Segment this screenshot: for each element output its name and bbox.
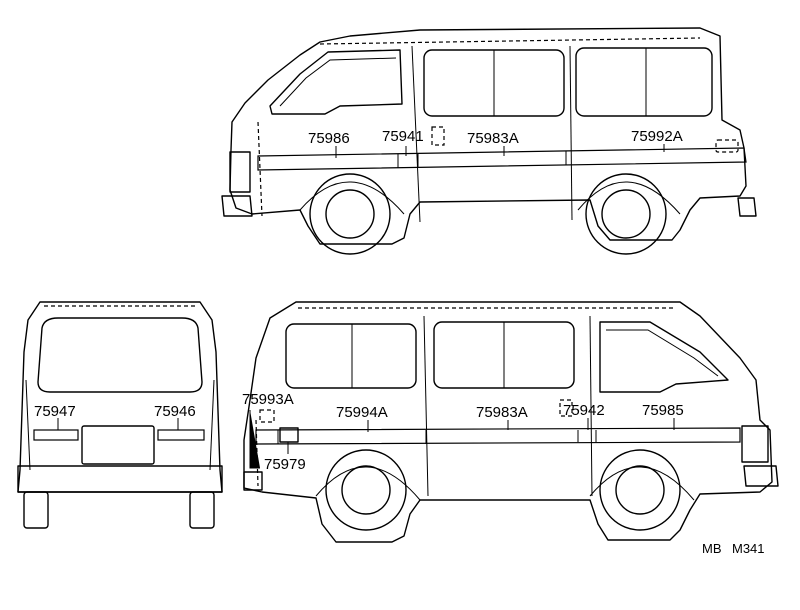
label-75986: 75986 <box>308 130 350 147</box>
label-75983a-bottom: 75983A <box>476 404 528 421</box>
page-code-prefix: MB <box>702 541 722 556</box>
van-side-view-bottom: 75993A 75979 75994A 75983A 75942 75985 <box>242 301 779 543</box>
label-75983a-top: 75983A <box>467 130 519 147</box>
label-75979: 75979 <box>264 456 306 473</box>
van-side-view-top: 75986 75941 75983A 75992A <box>221 27 757 255</box>
label-75993a: 75993A <box>242 391 294 408</box>
label-75942: 75942 <box>563 402 605 419</box>
page-code-number: M341 <box>732 541 765 556</box>
label-75985: 75985 <box>642 402 684 419</box>
label-75947: 75947 <box>34 403 76 420</box>
label-75946: 75946 <box>154 403 196 420</box>
label-75992a: 75992A <box>631 128 683 145</box>
label-75994a: 75994A <box>336 404 388 421</box>
label-75941: 75941 <box>382 128 424 145</box>
van-rear-view: 75947 75946 <box>17 301 223 529</box>
